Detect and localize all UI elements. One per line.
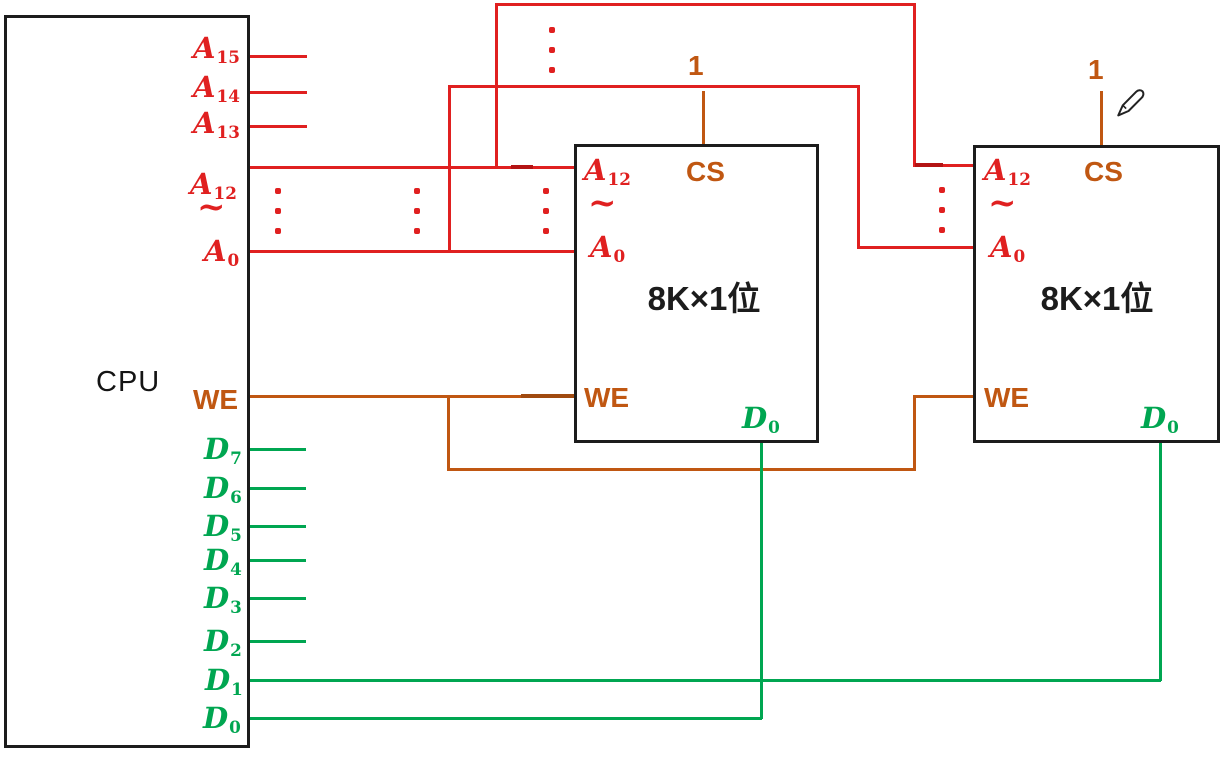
pin-label-d5: D5 <box>204 509 242 546</box>
ram-chip-1-box <box>574 144 819 443</box>
d7-wire <box>250 448 306 451</box>
address-range-tilde-cpu: ~ <box>197 187 226 227</box>
pin-label-a14: A14 <box>193 70 240 107</box>
a14-wire <box>250 91 307 94</box>
we-wire-overlap <box>521 394 574 398</box>
a0-bus-wire <box>250 250 576 253</box>
d0-bus-wire <box>250 717 762 720</box>
pen-cursor-icon <box>1114 86 1146 125</box>
pin-label-d2: D2 <box>204 624 242 661</box>
cpu-label: CPU <box>96 366 161 398</box>
chip1-a12-label: A12 <box>584 153 631 190</box>
we-chip2-vertical <box>913 395 916 470</box>
chip2-d0-label: D0 <box>1141 401 1179 438</box>
a12-wire-overlap <box>511 165 533 169</box>
address-ellipsis-top <box>549 27 555 73</box>
chip1-cs-label: CS <box>686 156 725 187</box>
chip2-a0-label: A0 <box>990 230 1026 267</box>
a13-wire <box>250 125 307 128</box>
chip2-tilde: ~ <box>988 183 1017 223</box>
we-chip2-wire <box>913 395 973 398</box>
d0-chip1-vertical <box>760 443 763 719</box>
a0-branch-vertical <box>448 85 451 252</box>
cpu-we-label: WE <box>193 384 239 415</box>
chip1-tilde: ~ <box>588 183 617 223</box>
pin-label-a12: A12 <box>190 167 237 204</box>
d6-wire <box>250 487 306 490</box>
pin-label-d1: D1 <box>205 663 243 700</box>
chip2-a12-label: A12 <box>984 153 1031 190</box>
chip2-we-label: WE <box>984 382 1030 413</box>
d3-wire <box>250 597 306 600</box>
pin-label-d0: D0 <box>203 701 241 738</box>
address-ellipsis-right <box>939 187 945 233</box>
pin-label-d4: D4 <box>204 543 242 580</box>
a12-top-bus <box>495 3 916 6</box>
pin-label-a13: A13 <box>193 106 240 143</box>
a12-right-vertical <box>913 3 916 166</box>
chip2-cs-constant: 1 <box>1088 54 1104 85</box>
cpu-box <box>4 15 250 748</box>
pin-label-d7: D7 <box>204 432 242 469</box>
chip1-a0-label: A0 <box>590 230 626 267</box>
cs1-stub <box>702 91 705 144</box>
d5-wire <box>250 525 306 528</box>
a0-chip2-wire <box>857 246 973 249</box>
d2-wire <box>250 640 306 643</box>
pin-label-a0: A0 <box>204 234 240 271</box>
address-ellipsis-chip1 <box>543 188 549 234</box>
a15-wire <box>250 55 307 58</box>
pin-label-a15: A15 <box>193 31 240 68</box>
cs2-stub <box>1100 91 1103 145</box>
pin-label-d3: D3 <box>204 581 242 618</box>
chip1-we-label: WE <box>584 382 630 413</box>
a12-chip2-wire <box>913 164 973 167</box>
a0-mid-bus <box>448 85 860 88</box>
chip1-d0-label: D0 <box>742 401 780 438</box>
a12-bus-wire <box>250 166 576 169</box>
chip1-cs-constant: 1 <box>688 50 704 81</box>
d1-bus-wire <box>250 679 1161 682</box>
pin-label-d6: D6 <box>204 471 242 508</box>
chip2-capacity-label: 8K×1位 <box>1040 280 1154 317</box>
address-ellipsis-mid <box>414 188 420 234</box>
d4-wire <box>250 559 306 562</box>
a12-chip2-wire-overlap <box>915 163 943 167</box>
address-ellipsis-cpu <box>275 188 281 234</box>
we-branch-vertical <box>447 395 450 470</box>
we-bus-wire <box>250 395 576 398</box>
we-branch-horizontal <box>447 468 916 471</box>
chip1-capacity-label: 8K×1位 <box>647 280 761 317</box>
chip2-cs-label: CS <box>1084 156 1123 187</box>
d1-chip2-vertical <box>1159 443 1162 681</box>
a0-right-vertical <box>857 85 860 248</box>
ram-chip-2-box <box>973 145 1220 443</box>
